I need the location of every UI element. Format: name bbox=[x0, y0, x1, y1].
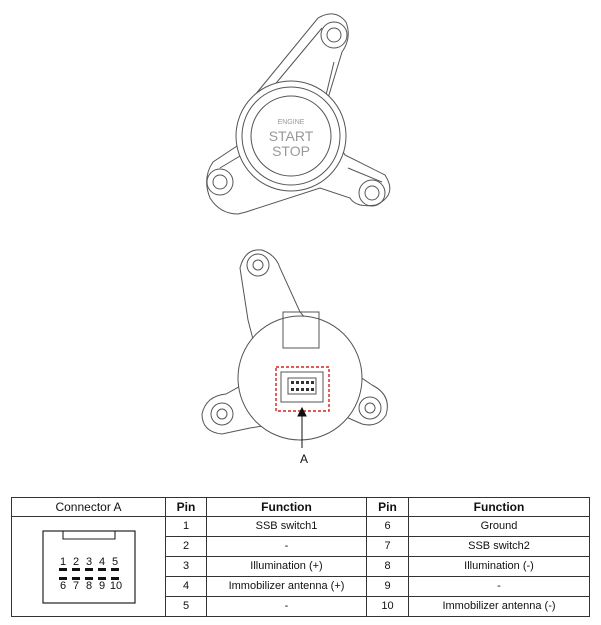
connector-pin-label: 3 bbox=[85, 556, 91, 568]
pin-number: 10 bbox=[366, 596, 409, 617]
table-row: 5 - 10 Immobilizer antenna (-) bbox=[12, 596, 590, 617]
pin-table-header: Connector A Pin Function Pin Function bbox=[11, 497, 590, 517]
pin-number: 9 bbox=[366, 576, 409, 597]
function-header: Function bbox=[408, 497, 590, 517]
pin-number: 4 bbox=[165, 576, 207, 597]
connector-header: Connector A bbox=[11, 497, 166, 517]
front-mount-hole-upper bbox=[320, 21, 348, 49]
start-stop-button-face bbox=[250, 95, 332, 177]
pin-number: 7 bbox=[366, 536, 409, 557]
connector-pin-label: 1 bbox=[59, 556, 65, 568]
table-row: 4 Immobilizer antenna (+) 9 - bbox=[12, 576, 590, 597]
pin-number: 6 bbox=[366, 516, 409, 537]
connector-a-pins bbox=[291, 381, 314, 391]
connector-a-body bbox=[280, 371, 324, 403]
pin-function: SSB switch2 bbox=[408, 536, 590, 557]
button-text-start: START bbox=[269, 128, 314, 144]
connector-pin-label: 4 bbox=[98, 556, 104, 568]
connector-pin-label: 2 bbox=[72, 556, 78, 568]
callout-label-a: A bbox=[300, 452, 309, 466]
connector-a-highlight bbox=[275, 366, 330, 412]
connector-pin-label: 5 bbox=[111, 556, 117, 568]
rear-mount-hole-right bbox=[358, 396, 382, 420]
pin-header: Pin bbox=[165, 497, 207, 517]
pin-function: Illumination (-) bbox=[408, 556, 590, 577]
pin-function: SSB switch1 bbox=[206, 516, 367, 537]
front-mount-hole-right bbox=[358, 179, 386, 207]
front-mount-hole-left bbox=[206, 168, 234, 196]
front-bracket-ridge bbox=[219, 27, 383, 183]
pin-function: - bbox=[206, 536, 367, 557]
pin-function: - bbox=[206, 596, 367, 617]
rear-mount-hole-upper bbox=[246, 253, 270, 277]
connector-a-face-diagram: 1 2 3 4 5 6 7 8 9 10 bbox=[41, 529, 136, 604]
pin-function: Immobilizer antenna (+) bbox=[206, 576, 367, 597]
connector-pin-label: 8 bbox=[85, 580, 91, 592]
connector-pin-label: 7 bbox=[72, 580, 78, 592]
pin-function: - bbox=[408, 576, 590, 597]
pin-number: 5 bbox=[165, 596, 207, 617]
connector-pin-label: 6 bbox=[59, 580, 65, 592]
pin-function: Illumination (+) bbox=[206, 556, 367, 577]
pin-header: Pin bbox=[366, 497, 409, 517]
pin-function: Immobilizer antenna (-) bbox=[408, 596, 590, 617]
function-header: Function bbox=[206, 497, 367, 517]
start-stop-button-bezel bbox=[235, 80, 347, 192]
connector-pin-label: 10 bbox=[109, 580, 121, 592]
connector-pin-label: 9 bbox=[98, 580, 104, 592]
rear-mount-hole-left bbox=[210, 402, 234, 426]
pin-number: 2 bbox=[165, 536, 207, 557]
table-row: 1 2 3 4 5 6 7 8 9 10 bbox=[11, 516, 590, 617]
pin-number: 1 bbox=[165, 516, 207, 537]
button-text-stop: STOP bbox=[272, 143, 310, 159]
connector-diagram-cell: 1 2 3 4 5 6 7 8 9 10 bbox=[11, 516, 166, 617]
rear-bracket-outline bbox=[201, 249, 388, 435]
button-text-engine: ENGINE bbox=[278, 119, 305, 126]
pin-number: 8 bbox=[366, 556, 409, 577]
pin-number: 3 bbox=[165, 556, 207, 577]
pin-function: Ground bbox=[408, 516, 590, 537]
pin-table: Connector A Pin Function Pin Function 1 … bbox=[11, 497, 590, 617]
ssb-technical-drawing: ENGINE START STOP bbox=[201, 13, 391, 448]
rear-housing-tab bbox=[282, 311, 320, 349]
